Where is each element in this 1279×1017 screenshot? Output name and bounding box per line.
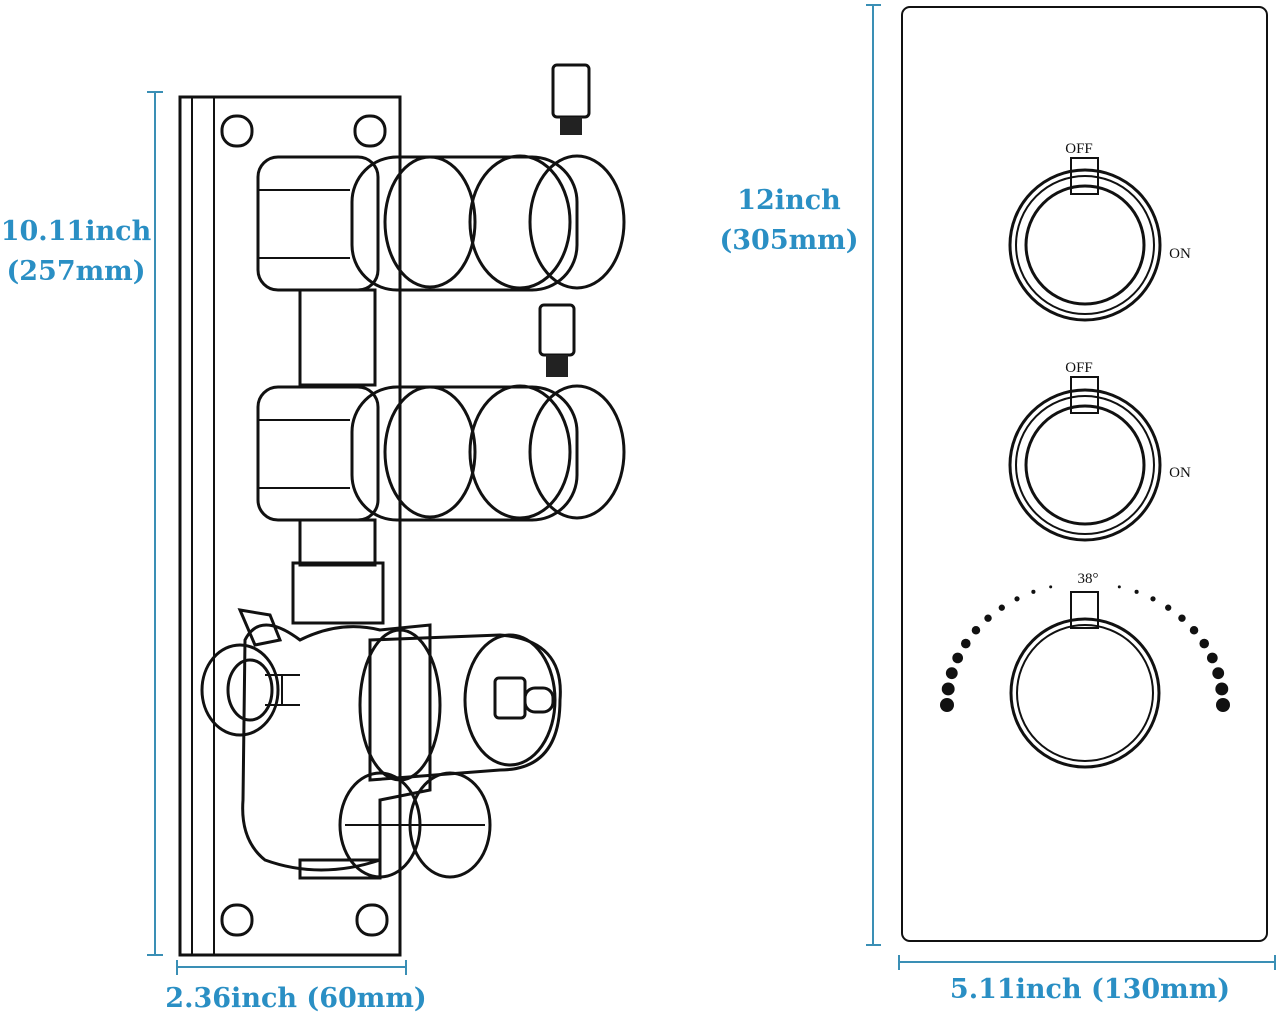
temperature-scale-dot	[940, 698, 954, 712]
mount-hole	[220, 114, 254, 148]
mount-hole	[355, 903, 389, 937]
knob-2: OFF ON	[1008, 360, 1191, 542]
knob-1-off-label: OFF	[1065, 141, 1093, 157]
temperature-scale-dot	[952, 652, 964, 664]
temperature-scale-dot	[1150, 596, 1156, 602]
temperature-scale-dot	[1134, 589, 1139, 594]
temperature-scale-dot	[1206, 652, 1218, 664]
mounting-plate	[178, 95, 402, 957]
temperature-label: 38°	[1078, 571, 1099, 587]
temperature-scale-dot	[998, 604, 1005, 611]
valve-width-dimension: 2.36inch (60mm)	[165, 960, 427, 1014]
spindle-pin	[551, 63, 591, 135]
temperature-scale-dot	[960, 638, 971, 649]
temperature-scale-dot	[1189, 625, 1199, 635]
temperature-scale-dot	[1014, 596, 1020, 602]
temperature-scale-dot	[971, 625, 981, 635]
temperature-scale-dot	[984, 614, 992, 622]
valve-height-dimension: 10.11inch (257mm)	[0, 91, 163, 956]
thermostatic-cartridge	[200, 608, 562, 880]
knob-2-on-label: ON	[1169, 465, 1191, 481]
temperature-scale-dot	[1215, 682, 1229, 696]
temperature-scale-dot	[1049, 585, 1053, 589]
knob-1: OFF ON	[1008, 141, 1191, 322]
temperature-scale-dot	[1216, 698, 1230, 712]
temperature-scale-dot	[945, 667, 958, 680]
valve-height-mm: (257mm)	[6, 256, 145, 287]
temperature-scale-dot	[1212, 667, 1225, 680]
spindle-pin	[538, 303, 576, 377]
valve-width-label: 2.36inch (60mm)	[165, 983, 426, 1014]
temperature-scale-dot	[1199, 638, 1210, 649]
plate-width-label: 5.11inch (130mm)	[950, 974, 1230, 1005]
knob-1-on-label: ON	[1169, 246, 1191, 262]
valve-height-inch: 10.11inch	[1, 216, 152, 247]
plate-height-inch: 12inch	[737, 185, 841, 216]
mount-hole	[353, 114, 387, 148]
temperature-scale-dot	[1178, 614, 1186, 622]
temperature-scale-dot	[1165, 604, 1172, 611]
plate-height-mm: (305mm)	[719, 225, 858, 256]
knob-2-off-label: OFF	[1065, 360, 1093, 376]
thermostat-knob: 38°	[940, 571, 1230, 769]
temperature-scale-dot	[1031, 589, 1036, 594]
mount-hole	[220, 903, 254, 937]
face-plate: OFF ON OFF ON 38°	[901, 6, 1268, 942]
temperature-scale-dot	[941, 682, 955, 696]
concealed-valve-body	[178, 63, 626, 957]
temperature-scale-dot	[1117, 585, 1121, 589]
plate-height-dimension: 12inch (305mm)	[719, 4, 881, 946]
upper-diverter-valve	[256, 154, 626, 292]
plate-width-dimension: 5.11inch (130mm)	[898, 955, 1276, 1005]
lower-diverter-valve	[256, 384, 626, 522]
